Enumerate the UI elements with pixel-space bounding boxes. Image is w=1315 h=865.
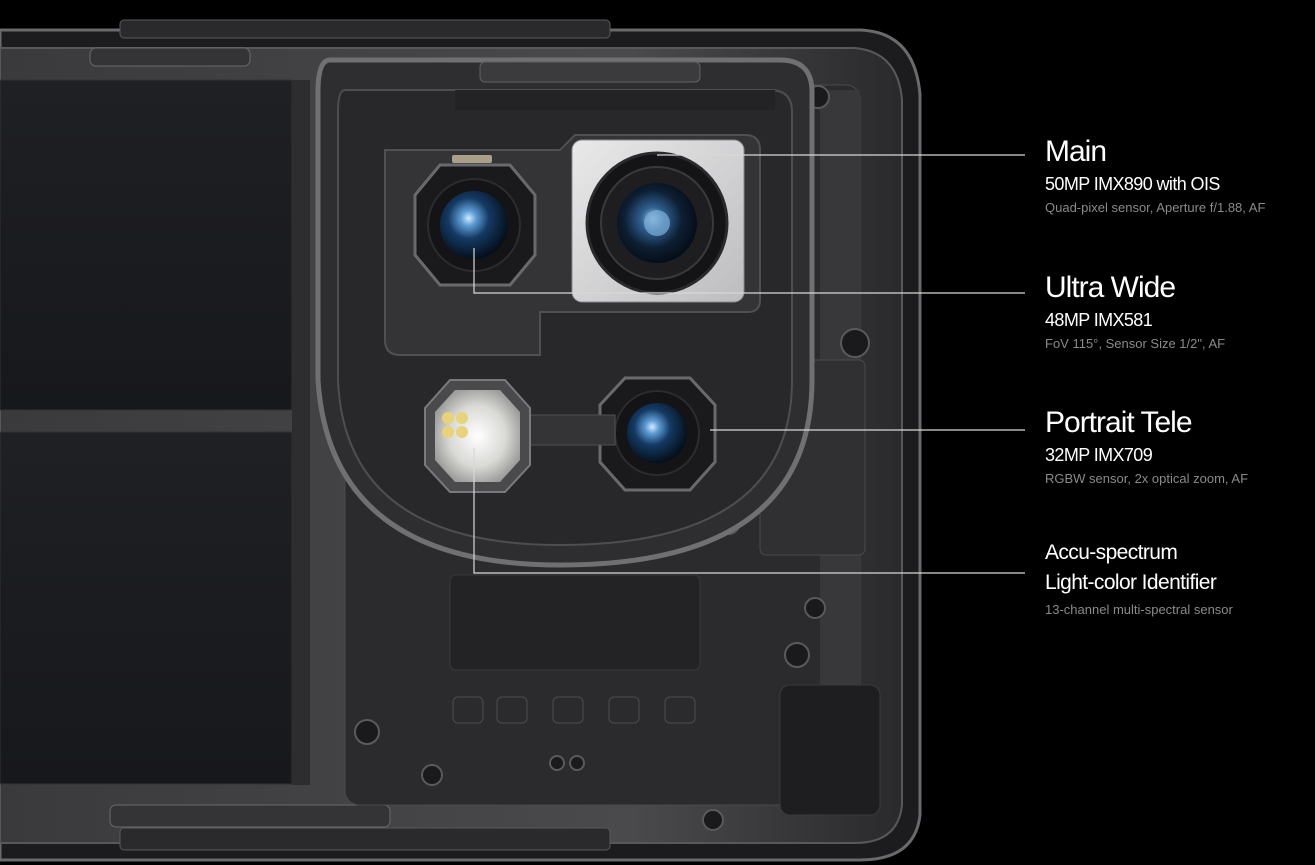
main-camera-spec: Main 50MP IMX890 with OIS Quad-pixel sen… xyxy=(1045,135,1265,218)
main-camera-detail: Quad-pixel sensor, Aperture f/1.88, AF xyxy=(1045,200,1266,215)
main-camera-title: Main xyxy=(1045,135,1107,168)
portrait-tele-model: 32MP IMX709 xyxy=(1045,445,1153,465)
portrait-tele-spec: Portrait Tele 32MP IMX709 RGBW sensor, 2… xyxy=(1045,406,1248,489)
leader-lines xyxy=(473,154,1025,574)
ultra-wide-spec: Ultra Wide 48MP IMX581 FoV 115°, Sensor … xyxy=(1045,271,1225,354)
ultra-wide-detail: FoV 115°, Sensor Size 1/2", AF xyxy=(1045,336,1226,351)
portrait-tele-detail: RGBW sensor, 2x optical zoom, AF xyxy=(1045,471,1249,486)
main-camera xyxy=(571,139,745,303)
ultra-wide-title: Ultra Wide xyxy=(1045,271,1176,304)
ultra-wide-camera xyxy=(413,155,537,287)
color-sensor-leader-line xyxy=(473,448,1025,574)
color-sensor-title-line1: Accu-spectrum xyxy=(1045,541,1178,564)
ultra-wide-model: 48MP IMX581 xyxy=(1045,310,1153,330)
battery-pack xyxy=(0,79,310,785)
light-color-sensor xyxy=(424,379,616,493)
portrait-tele-title: Portrait Tele xyxy=(1045,406,1193,439)
color-sensor-spec: Accu-spectrum Light-color Identifier 13-… xyxy=(1045,538,1233,620)
main-camera-model: 50MP IMX890 with OIS xyxy=(1045,174,1220,194)
color-sensor-title-line2: Light-color Identifier xyxy=(1045,571,1217,594)
ultra-wide-leader-line xyxy=(473,248,1025,294)
color-sensor-detail: 13-channel multi-spectral sensor xyxy=(1045,602,1233,617)
portrait-tele-camera xyxy=(598,376,717,492)
